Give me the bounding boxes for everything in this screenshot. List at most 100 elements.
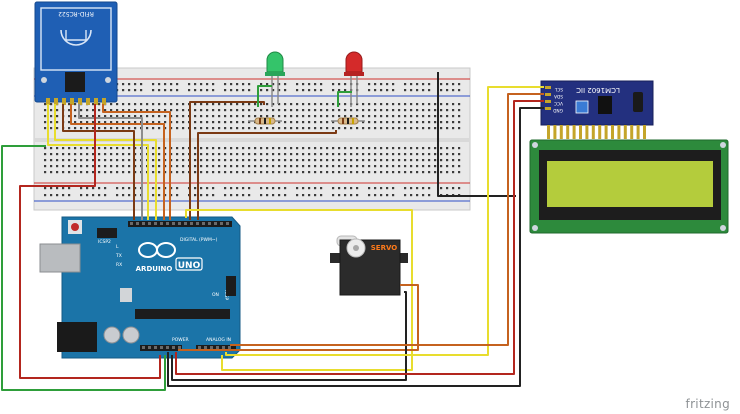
breadboard-hole [446,159,449,162]
breadboard-hole [74,147,77,150]
breadboard-hole [164,103,167,106]
breadboard-hole [320,165,323,168]
breadboard-hole [80,115,83,118]
breadboard-hole [308,153,311,156]
breadboard-hole [98,187,101,190]
breadboard-hole [308,159,311,162]
breadboard-hole [410,171,413,174]
breadboard-hole [230,127,233,130]
breadboard-hole [122,83,125,86]
breadboard-hole [386,121,389,124]
breadboard-hole [284,147,287,150]
breadboard-hole [236,165,239,168]
breadboard-hole [194,165,197,168]
breadboard-hole [224,147,227,150]
breadboard-hole [410,121,413,124]
breadboard-hole [350,147,353,150]
breadboard-hole [272,159,275,162]
breadboard-hole [176,153,179,156]
breadboard-hole [164,153,167,156]
breadboard-hole [398,153,401,156]
breadboard-hole [392,109,395,112]
breadboard-hole [368,127,371,130]
breadboard-hole [374,115,377,118]
breadboard-hole [110,103,113,106]
servo-spline-center [353,245,359,251]
breadboard-hole [446,121,449,124]
breadboard-hole [398,159,401,162]
breadboard-hole [110,171,113,174]
l-label: L [116,244,119,250]
breadboard-hole [410,153,413,156]
breadboard-hole [152,187,155,190]
breadboard-hole [368,89,371,92]
breadboard-hole [248,171,251,174]
lcd-pin-label-gnd: GND [552,107,563,113]
breadboard-hole [56,194,59,197]
breadboard-hole [158,83,161,86]
breadboard-hole [152,121,155,124]
breadboard-hole [140,89,143,92]
breadboard-hole [212,171,215,174]
breadboard-hole [146,109,149,112]
breadboard-hole [296,171,299,174]
header-pin [160,346,163,349]
breadboard-hole [206,127,209,130]
lcd-pin [636,125,640,139]
breadboard-hole [188,83,191,86]
breadboard-hole [368,165,371,168]
breadboard-hole [278,121,281,124]
breadboard-hole [134,109,137,112]
breadboard-hole [296,89,299,92]
breadboard-hole [446,187,449,190]
breadboard-hole [152,153,155,156]
breadboard-hole [260,89,263,92]
breadboard-hole [170,83,173,86]
breadboard-hole [314,103,317,106]
breadboard-hole [356,109,359,112]
breadboard-hole [218,109,221,112]
breadboard-hole [284,187,287,190]
breadboard-hole [368,83,371,86]
breadboard-hole [62,159,65,162]
header-pin [154,346,157,349]
breadboard-hole [320,109,323,112]
breadboard-hole [50,103,53,106]
breadboard-hole [128,121,131,124]
breadboard-hole [332,187,335,190]
breadboard-hole [194,159,197,162]
breadboard-hole [50,187,53,190]
breadboard-hole [326,159,329,162]
breadboard-hole [206,103,209,106]
breadboard-hole [122,147,125,150]
header-pin [172,222,175,225]
breadboard-hole [302,187,305,190]
mounting-hole [532,142,538,148]
breadboard-hole [236,153,239,156]
led-red-rim [344,72,364,76]
breadboard-hole [194,103,197,106]
breadboard-hole [344,109,347,112]
breadboard-hole [434,171,437,174]
breadboard-hole [188,89,191,92]
breadboard-hole [404,109,407,112]
breadboard-hole [422,89,425,92]
breadboard-hole [200,171,203,174]
icsp2-header [97,228,117,238]
breadboard-hole [200,153,203,156]
breadboard-hole [266,153,269,156]
breadboard-hole [410,159,413,162]
breadboard-hole [458,171,461,174]
breadboard-hole [368,194,371,197]
breadboard-hole [254,147,257,150]
breadboard-hole [44,127,47,130]
breadboard-hole [230,89,233,92]
breadboard-hole [224,165,227,168]
breadboard-hole [206,159,209,162]
breadboard-hole [260,171,263,174]
breadboard-hole [44,147,47,150]
rfid-board [34,1,118,103]
breadboard-hole [296,109,299,112]
breadboard-hole [56,165,59,168]
breadboard-hole [296,165,299,168]
